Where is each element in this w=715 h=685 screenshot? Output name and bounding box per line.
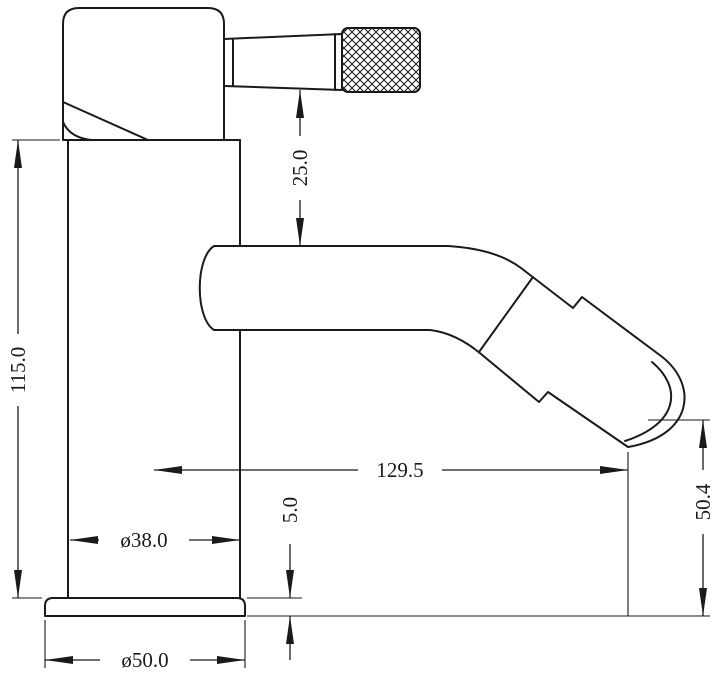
- handle-grip-knurl: [341, 27, 421, 93]
- dim-base-diameter: ø50.0: [44, 620, 246, 672]
- handle-lever: [223, 33, 343, 91]
- dim-base-thickness-label: 5.0: [278, 497, 302, 523]
- spout: [198, 245, 686, 448]
- dim-total-height: 115.0: [6, 139, 60, 599]
- handle-body-arc: [62, 121, 93, 141]
- dim-body-diameter: ø38.0: [70, 528, 240, 552]
- dim-body-diameter-label: ø38.0: [120, 528, 167, 552]
- handle-body: [62, 7, 225, 141]
- dim-base-thickness: 5.0: [247, 497, 302, 660]
- base-plate: [44, 597, 246, 617]
- dim-spout-reach-label: 129.5: [376, 458, 423, 482]
- faucet-outline-group: [44, 7, 686, 617]
- dim-base-diameter-label: ø50.0: [121, 648, 168, 672]
- dim-outlet-to-base: 50.4: [247, 419, 715, 617]
- dim-outlet-to-base-label: 50.4: [691, 483, 715, 520]
- dim-handle-to-spout-label: 25.0: [288, 150, 312, 187]
- dim-handle-to-spout: 25.0: [288, 90, 312, 246]
- handle-body-cone-line: [62, 101, 149, 141]
- spout-neck-joint-line: [478, 276, 534, 353]
- dim-total-height-label: 115.0: [6, 347, 30, 393]
- dim-spout-reach: 129.5: [154, 452, 629, 616]
- aerator-cap-line: [624, 361, 673, 442]
